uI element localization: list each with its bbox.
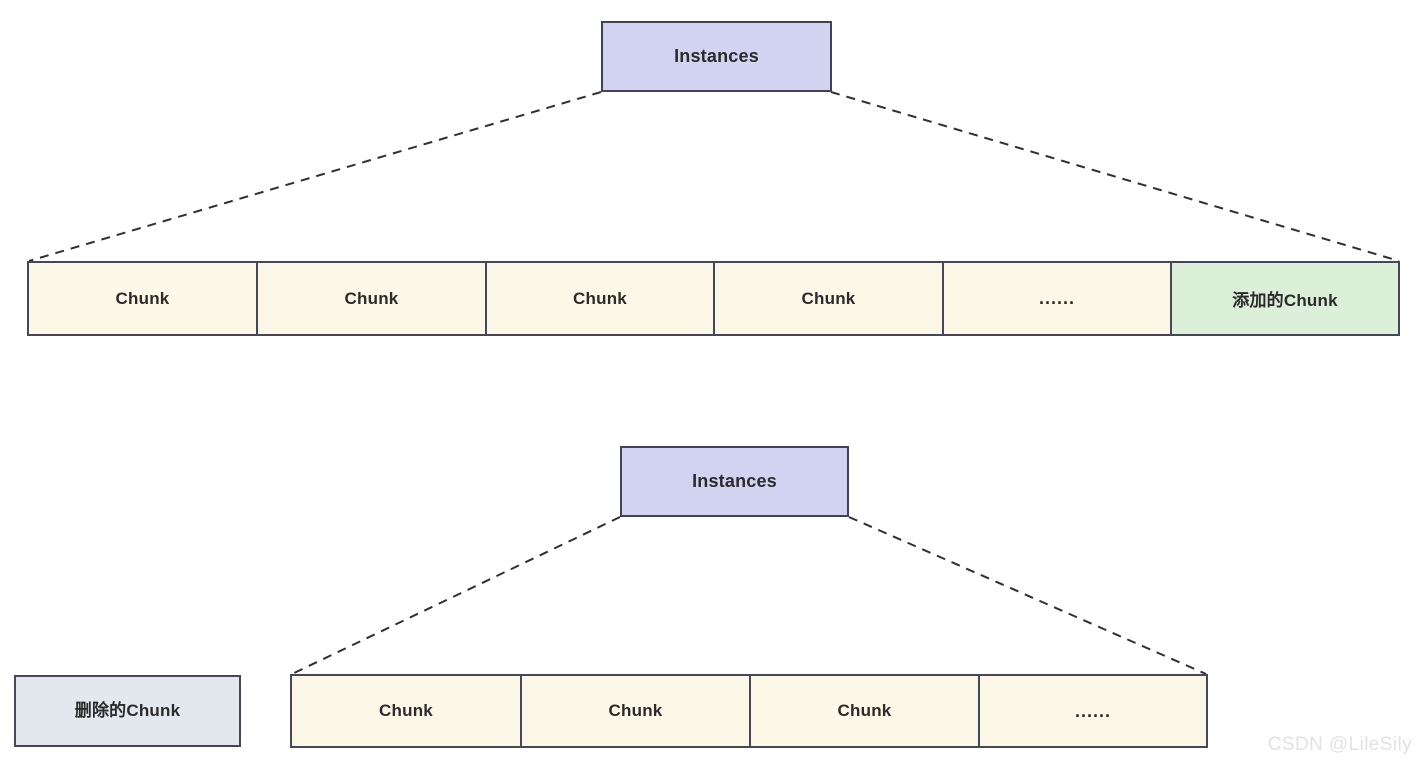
chunk-cell-top-1[interactable]: Chunk xyxy=(29,263,258,334)
chunk-row-bottom: Chunk Chunk Chunk ...... xyxy=(290,674,1208,748)
chunk-cell-top-ellipsis-label: ...... xyxy=(1038,288,1075,308)
instances-box-top-label: Instances xyxy=(674,45,759,66)
connector-top-right xyxy=(830,91,1400,262)
chunk-cell-top-2[interactable]: Chunk xyxy=(258,263,487,334)
chunk-cell-top-3[interactable]: Chunk xyxy=(487,263,715,334)
chunk-cell-bottom-1-label: Chunk xyxy=(379,701,433,720)
connector-top-left xyxy=(28,91,602,262)
deleted-chunk-box-label: 删除的Chunk xyxy=(74,700,181,720)
chunk-cell-top-3-label: Chunk xyxy=(573,288,627,308)
csdn-watermark: CSDN @LileSily xyxy=(1267,734,1412,755)
instances-box-bottom-label: Instances xyxy=(692,470,777,491)
chunk-cell-bottom-2[interactable]: Chunk xyxy=(522,676,751,746)
chunk-cell-bottom-3-label: Chunk xyxy=(837,701,892,720)
chunk-cell-top-4-label: Chunk xyxy=(801,288,856,308)
connector-bottom-left xyxy=(291,516,621,675)
connector-bottom-right xyxy=(848,516,1207,675)
instances-box-bottom[interactable]: Instances xyxy=(620,446,849,517)
chunk-cell-top-ellipsis[interactable]: ...... xyxy=(944,263,1172,334)
chunk-cell-bottom-1[interactable]: Chunk xyxy=(292,676,522,746)
instances-box-top[interactable]: Instances xyxy=(601,21,832,92)
chunk-cell-top-added-label: 添加的Chunk xyxy=(1232,291,1338,310)
chunk-cell-top-4[interactable]: Chunk xyxy=(715,263,944,334)
chunk-cell-bottom-3[interactable]: Chunk xyxy=(751,676,980,746)
chunk-row-top: Chunk Chunk Chunk Chunk ...... 添加的Chunk xyxy=(27,261,1400,336)
chunk-cell-top-2-label: Chunk xyxy=(344,288,399,308)
chunk-cell-bottom-ellipsis-label: ...... xyxy=(1074,700,1111,721)
chunk-cell-bottom-ellipsis[interactable]: ...... xyxy=(980,676,1206,746)
chunk-cell-top-added[interactable]: 添加的Chunk xyxy=(1172,263,1398,334)
chunk-cell-top-1-label: Chunk xyxy=(115,288,170,308)
chunk-cell-bottom-2-label: Chunk xyxy=(608,701,663,720)
deleted-chunk-box[interactable]: 删除的Chunk xyxy=(14,675,241,747)
